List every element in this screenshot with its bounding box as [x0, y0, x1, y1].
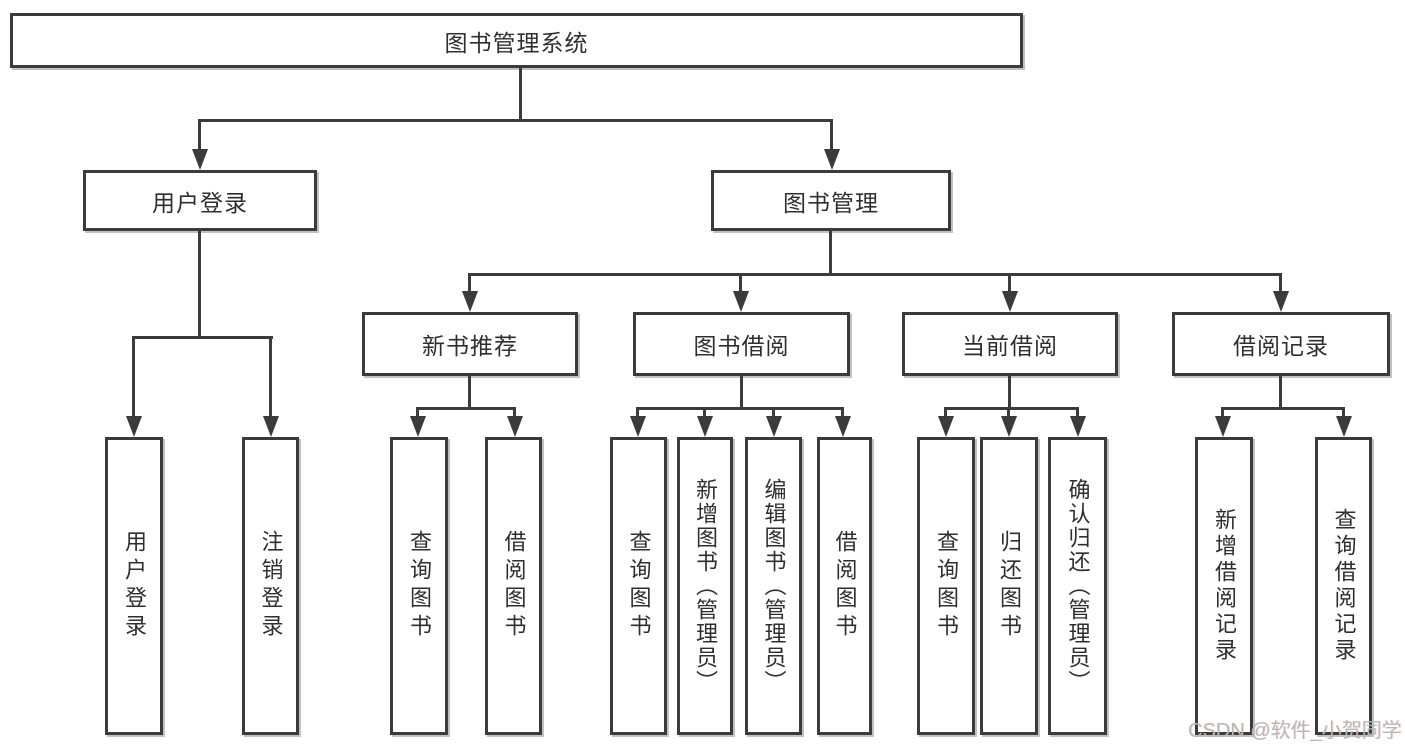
watermark: CSDN @软件_小贺同学	[1188, 720, 1402, 742]
connector-arrow-down	[416, 407, 419, 416]
connector-line	[740, 376, 743, 410]
connector-arrow-down	[841, 407, 844, 416]
connector-arrow-down	[703, 407, 706, 416]
node-user-login: 用户登录	[83, 170, 317, 231]
node-root: 图书管理系统	[10, 13, 1023, 68]
connector-arrow-down	[1076, 407, 1079, 416]
connector-line	[468, 273, 1282, 276]
node-book-borrow: 图书借阅	[633, 312, 850, 376]
connector-line	[944, 407, 1078, 410]
leaf-query-borrow-record: 查询借阅记录	[1315, 437, 1372, 735]
connector-arrow-down	[132, 336, 135, 416]
connector-arrow-down	[198, 119, 201, 149]
connector-line	[1008, 376, 1011, 410]
connector-line	[636, 407, 843, 410]
leaf-borrow-books: 借阅图书	[817, 437, 872, 735]
connector-line	[198, 119, 833, 122]
leaf-query-books-recommend: 查询图书	[390, 437, 448, 735]
leaf-borrow-books-recommend: 借阅图书	[485, 437, 542, 735]
node-new-book-recommend: 新书推荐	[362, 312, 578, 376]
leaf-logout: 注销登录	[242, 437, 299, 735]
node-book-management: 图书管理	[711, 170, 951, 231]
connector-line	[1279, 376, 1282, 410]
leaf-add-borrow-record: 新增借阅记录	[1195, 437, 1253, 735]
leaf-user-login: 用户登录	[105, 437, 163, 735]
connector-arrow-down	[1279, 273, 1282, 291]
connector-arrow-down	[636, 407, 639, 416]
connector-arrow-down	[513, 407, 516, 416]
connector-arrow-down	[1007, 407, 1010, 416]
connector-arrow-down	[772, 407, 775, 416]
leaf-add-book-admin: 新增图书（管理员）	[677, 437, 733, 735]
node-current-borrow: 当前借阅	[902, 312, 1118, 376]
leaf-query-books-borrow: 查询图书	[610, 437, 667, 735]
connector-line	[519, 68, 522, 119]
leaf-return-book: 归还图书	[980, 437, 1038, 735]
connector-arrow-down	[739, 273, 742, 291]
connector-line	[416, 407, 516, 410]
connector-arrow-down	[1221, 407, 1224, 416]
leaf-query-books-current: 查询图书	[917, 437, 975, 735]
connector-arrow-down	[468, 273, 471, 291]
connector-line	[132, 336, 273, 339]
connector-arrow-down	[269, 336, 272, 416]
connector-arrow-down	[1008, 273, 1011, 291]
connector-arrow-down	[1342, 407, 1345, 416]
connector-line	[829, 231, 832, 273]
connector-line	[198, 231, 201, 336]
connector-arrow-down	[944, 407, 947, 416]
connector-line	[1221, 407, 1345, 410]
connector-line	[468, 376, 471, 410]
leaf-edit-book-admin: 编辑图书（管理员）	[745, 437, 802, 735]
connector-arrow-down	[830, 119, 833, 149]
node-borrow-record: 借阅记录	[1172, 312, 1390, 376]
leaf-confirm-return-admin: 确认归还（管理员）	[1048, 437, 1107, 735]
